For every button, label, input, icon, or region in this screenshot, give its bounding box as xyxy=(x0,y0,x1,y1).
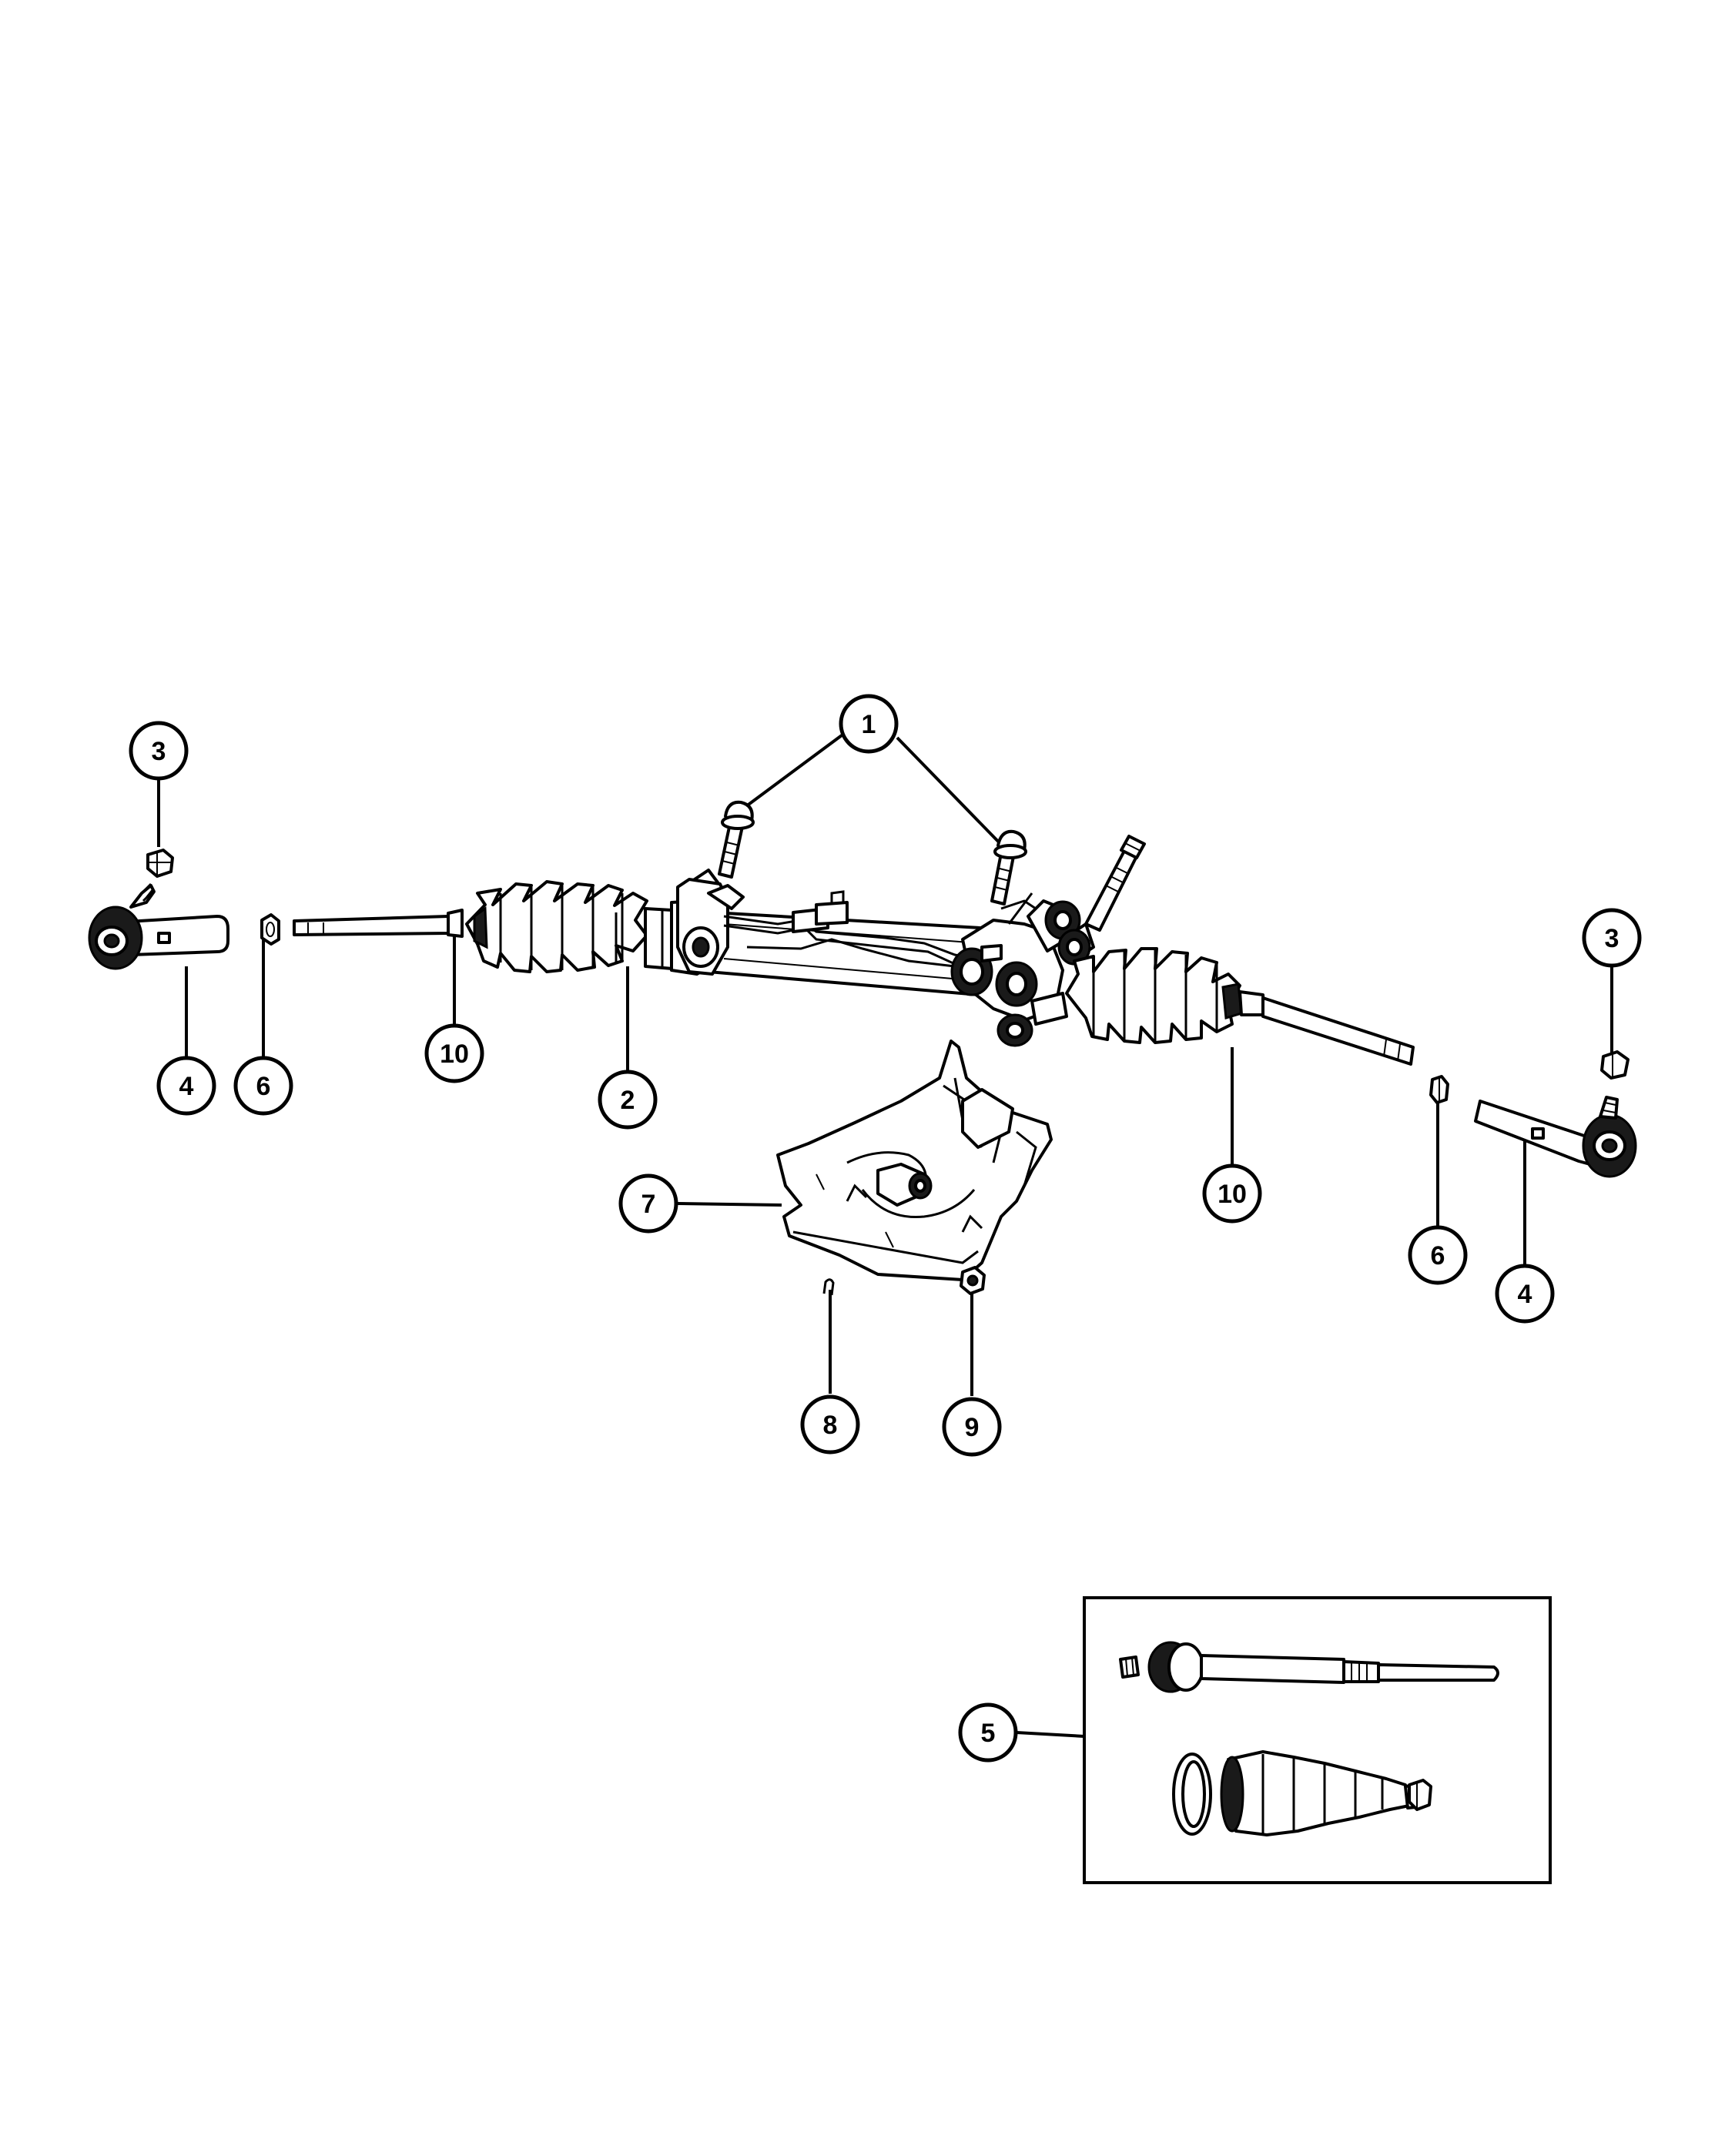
tie-rod-end-right xyxy=(1474,1096,1637,1178)
heat-shield xyxy=(776,1040,1053,1281)
inner-tie-rod-kit-inset xyxy=(1083,1596,1552,1884)
svg-text:6: 6 xyxy=(256,1072,271,1101)
mounting-bolt-left xyxy=(718,800,755,879)
callout-10-right: 10 xyxy=(1202,1163,1262,1224)
inner-tie-rod-left xyxy=(293,909,464,938)
svg-text:9: 9 xyxy=(965,1413,980,1442)
jam-nut-left xyxy=(260,913,280,946)
callout-2: 2 xyxy=(598,1070,658,1130)
svg-text:4: 4 xyxy=(1518,1280,1532,1309)
shield-clip xyxy=(822,1278,835,1296)
svg-text:3: 3 xyxy=(152,737,166,766)
rack-housing xyxy=(615,869,1053,1003)
tie-rod-nut-right xyxy=(1600,1050,1630,1080)
svg-text:3: 3 xyxy=(1605,924,1619,953)
svg-text:10: 10 xyxy=(440,1040,469,1069)
callout-10-left: 10 xyxy=(424,1023,484,1083)
pinion-input-shaft xyxy=(1084,835,1146,932)
callout-6-left: 6 xyxy=(233,1056,293,1116)
callout-5: 5 xyxy=(958,1702,1018,1763)
shield-nut xyxy=(960,1266,986,1295)
svg-text:4: 4 xyxy=(179,1072,194,1101)
callout-1: 1 xyxy=(839,694,899,754)
callout-3-right: 3 xyxy=(1582,908,1642,968)
tie-rod-end-left xyxy=(88,882,229,970)
svg-text:1: 1 xyxy=(862,710,876,739)
bellows-boot-right xyxy=(1065,947,1243,1044)
callout-9: 9 xyxy=(942,1397,1002,1457)
svg-text:8: 8 xyxy=(823,1411,838,1440)
jam-nut-right xyxy=(1429,1075,1449,1104)
callout-3-left: 3 xyxy=(129,721,189,781)
inner-tie-rod-right xyxy=(1238,990,1415,1066)
mounting-bolt-right xyxy=(990,829,1027,906)
callout-6-right: 6 xyxy=(1408,1225,1468,1285)
callout-4-right: 4 xyxy=(1495,1264,1555,1324)
svg-text:2: 2 xyxy=(621,1086,635,1115)
svg-text:5: 5 xyxy=(981,1719,996,1748)
tie-rod-nut-left xyxy=(146,849,174,878)
bellows-boot-left xyxy=(465,880,648,973)
pinion-valve-assembly xyxy=(950,892,1095,1047)
svg-text:6: 6 xyxy=(1431,1241,1445,1270)
callout-8: 8 xyxy=(800,1394,860,1455)
svg-text:7: 7 xyxy=(641,1190,656,1219)
svg-text:10: 10 xyxy=(1218,1180,1247,1209)
leader-lines xyxy=(157,734,1613,1738)
callout-7: 7 xyxy=(618,1173,678,1234)
callout-4-left: 4 xyxy=(156,1056,216,1116)
